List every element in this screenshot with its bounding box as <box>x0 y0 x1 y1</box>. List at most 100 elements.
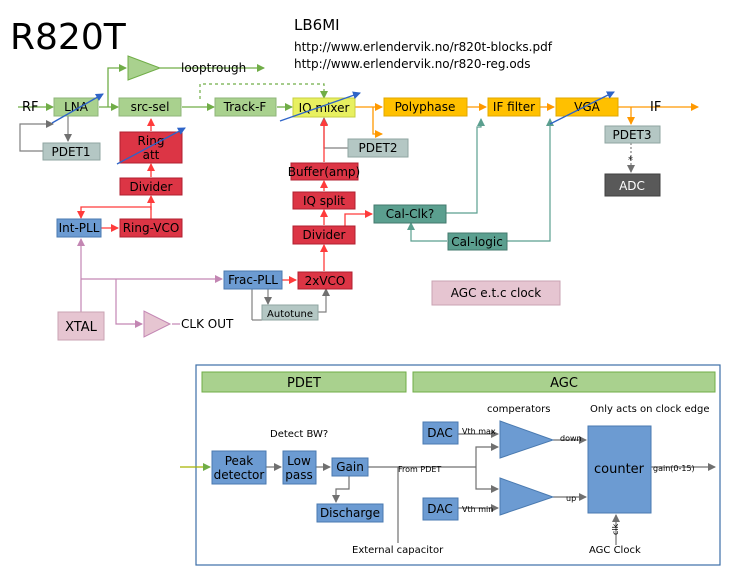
svg-text:Cal-logic: Cal-logic <box>451 235 503 249</box>
svg-text:Polyphase: Polyphase <box>395 100 456 114</box>
int-pll-block[interactable]: Int-PLL <box>56 218 102 238</box>
agc-clock-label: AGC Clock <box>589 545 641 556</box>
calibration-path <box>407 118 554 242</box>
svg-text:2xVCO: 2xVCO <box>305 274 346 288</box>
rf-signal-path <box>18 64 293 111</box>
pdet3-block[interactable]: PDET3 <box>604 125 661 144</box>
from-pdet-label: From PDET <box>398 465 441 474</box>
peak-detector-block[interactable]: Peak detector <box>211 450 267 485</box>
ring-vco-block[interactable]: Ring-VCO <box>119 218 183 238</box>
vga-block[interactable]: VGA <box>555 97 619 117</box>
dac-top-block[interactable]: DAC <box>422 421 459 445</box>
svg-text:Peak: Peak <box>225 454 254 468</box>
if-label: IF <box>650 100 661 115</box>
svg-text:Buffer(amp): Buffer(amp) <box>288 165 360 179</box>
svg-text:AGC e.t.c clock: AGC e.t.c clock <box>451 286 541 300</box>
svg-text:AGC: AGC <box>550 376 578 391</box>
svg-text:pass: pass <box>285 468 312 482</box>
if-signal-path <box>355 103 699 138</box>
svg-text:PDET3: PDET3 <box>612 128 651 142</box>
vco2x-block[interactable]: 2xVCO <box>297 271 353 290</box>
gain-block[interactable]: Gain <box>331 457 369 477</box>
svg-text:Autotune: Autotune <box>267 309 313 320</box>
rf-label: RF <box>22 100 39 115</box>
polyphase-block[interactable]: Polyphase <box>383 97 468 117</box>
discharge-block[interactable]: Discharge <box>316 503 384 523</box>
link-blocks[interactable]: http://www.erlendervik.no/r820t-blocks.p… <box>294 40 553 54</box>
clk-out-label: CLK OUT <box>181 317 234 331</box>
link-registers[interactable]: http://www.erlendervik.no/r820-reg.ods <box>294 57 531 71</box>
svg-text:PDET: PDET <box>287 376 321 391</box>
buffer-block[interactable]: Buffer(amp) <box>288 162 360 181</box>
divider1-block[interactable]: Divider <box>119 177 183 196</box>
xtal-block[interactable]: XTAL <box>57 311 105 341</box>
svg-text:detector: detector <box>214 468 265 482</box>
adc-star: * <box>628 155 633 166</box>
detect-bw-label: Detect BW? <box>270 429 328 440</box>
svg-text:IF filter: IF filter <box>493 100 535 114</box>
src-sel-block[interactable]: src-sel <box>118 97 182 117</box>
vth-max-label: Vth max <box>462 427 496 436</box>
svg-text:PDET2: PDET2 <box>358 141 397 155</box>
iq-mixer-block[interactable]: IQ mixer <box>292 97 356 118</box>
svg-text:DAC: DAC <box>427 502 452 516</box>
svg-text:LNA: LNA <box>64 100 89 114</box>
agc-header: AGC <box>412 371 716 393</box>
svg-text:Divider: Divider <box>303 228 346 242</box>
svg-text:ADC: ADC <box>619 179 645 193</box>
agc-panel-wiring <box>266 430 716 545</box>
if-filter-block[interactable]: IF filter <box>487 97 541 117</box>
svg-text:Ring: Ring <box>138 134 165 148</box>
pdet1-block[interactable]: PDET1 <box>42 142 101 161</box>
svg-text:Divider: Divider <box>130 180 173 194</box>
svg-text:Gain: Gain <box>336 460 364 474</box>
divider2-block[interactable]: Divider <box>292 225 356 245</box>
clk-mark: clk <box>611 523 620 535</box>
pdet2-block[interactable]: PDET2 <box>347 138 409 158</box>
svg-text:counter: counter <box>594 462 645 477</box>
low-pass-block[interactable]: Low pass <box>282 450 317 485</box>
svg-text:VGA: VGA <box>574 100 601 114</box>
counter-block[interactable]: counter <box>587 425 652 514</box>
track-f-block[interactable]: Track-F <box>214 97 277 117</box>
up-label: up <box>566 494 576 503</box>
svg-text:Int-PLL: Int-PLL <box>59 221 100 235</box>
autotune-block[interactable]: Autotune <box>261 304 319 321</box>
comparator-top <box>499 420 555 459</box>
clock-edge-label: Only acts on clock edge <box>590 404 710 415</box>
svg-text:att: att <box>143 148 160 162</box>
gain-control-arrows <box>51 91 615 165</box>
gain-out-label: gain(0-15) <box>653 464 695 473</box>
lo-chain <box>77 118 373 284</box>
svg-text:IQ mixer: IQ mixer <box>299 101 350 115</box>
xtal-path <box>77 238 223 328</box>
svg-text:Cal-Clk?: Cal-Clk? <box>386 207 434 221</box>
cal-clk-block[interactable]: Cal-Clk? <box>373 204 447 224</box>
comparator-bottom <box>499 477 555 516</box>
svg-text:XTAL: XTAL <box>65 320 98 335</box>
frac-pll-block[interactable]: Frac-PLL <box>223 270 283 290</box>
svg-text:Discharge: Discharge <box>320 506 380 520</box>
comperators-label: comperators <box>487 404 550 415</box>
author-label: LB6MI <box>294 16 340 34</box>
svg-text:Frac-PLL: Frac-PLL <box>228 273 278 287</box>
iq-split-block[interactable]: IQ split <box>292 191 356 210</box>
svg-text:Ring-VCO: Ring-VCO <box>123 221 180 235</box>
looptrough-amplifier[interactable] <box>127 55 162 81</box>
dac-bottom-block[interactable]: DAC <box>422 497 459 521</box>
agc-etc-clock-block[interactable]: AGC e.t.c clock <box>431 280 561 306</box>
pdet-header: PDET <box>201 371 407 393</box>
svg-text:DAC: DAC <box>427 426 452 440</box>
adc-block[interactable]: ADC <box>604 173 661 197</box>
ring-att-block[interactable]: Ring att <box>119 131 183 164</box>
clk-out-buffer[interactable] <box>143 310 172 338</box>
down-label: down <box>560 434 582 443</box>
svg-text:src-sel: src-sel <box>131 100 170 114</box>
looptrough-label: looptrough <box>181 61 246 75</box>
external-capacitor-label: External capacitor <box>352 545 444 556</box>
cal-logic-block[interactable]: Cal-logic <box>447 232 508 251</box>
dashed-link <box>199 83 328 99</box>
vth-min-label: Vth min <box>462 505 493 514</box>
svg-text:PDET1: PDET1 <box>51 145 90 159</box>
